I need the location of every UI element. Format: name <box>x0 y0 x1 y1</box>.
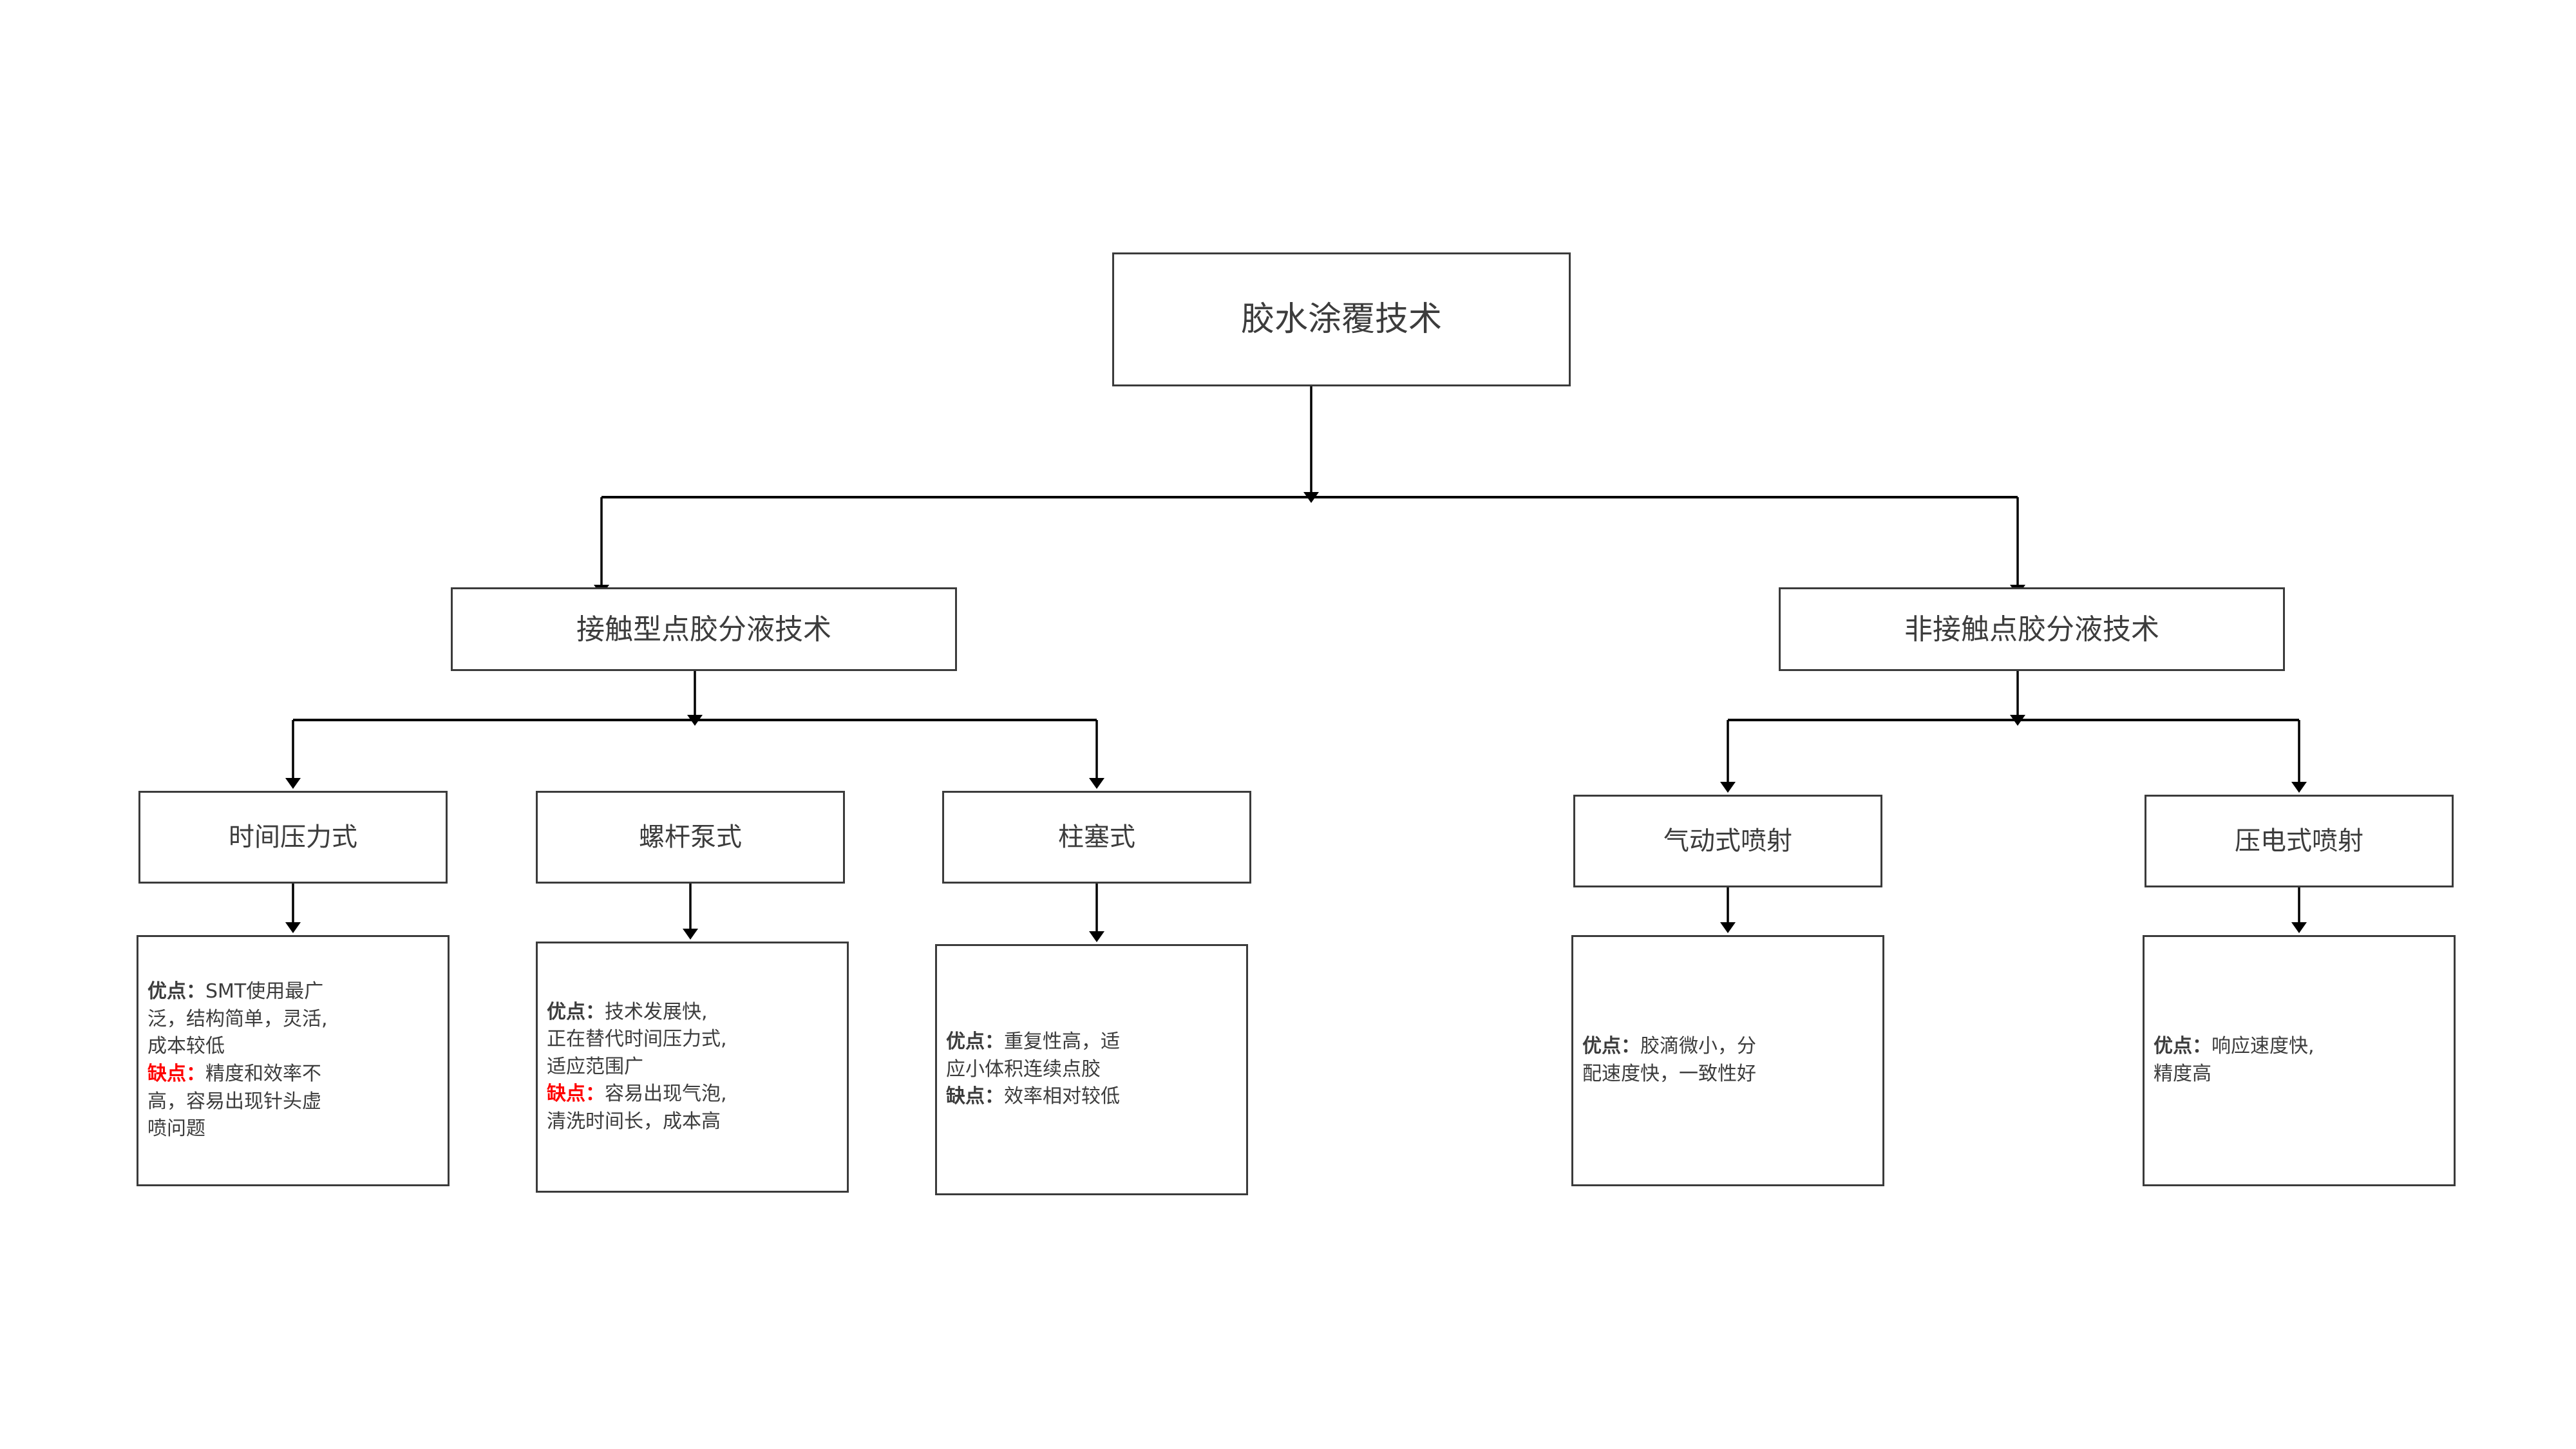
pros-line: 胶滴微小，分 <box>1640 1035 1756 1058</box>
cons-line: 高，容易出现针头虚 <box>147 1090 321 1113</box>
pros-tag: 优点： <box>1582 1035 1640 1058</box>
detail-time-pressure[interactable]: 优点：SMT使用最广 泛，结构简单，灵活, 成本较低 缺点：精度和效率不 高，容… <box>137 935 450 1186</box>
pros-line: 适应范围广 <box>547 1055 643 1078</box>
detail-pneumatic-jet[interactable]: 优点：胶滴微小，分 配速度快，一致性好 <box>1571 935 1884 1186</box>
node-contact-dispensing-label: 接触型点胶分液技术 <box>576 612 831 646</box>
pros-line: 泛，结构简单，灵活, <box>147 1007 328 1030</box>
detail-screw-pump[interactable]: 优点：技术发展快, 正在替代时间压力式, 适应范围广 缺点：容易出现气泡, 清洗… <box>536 942 849 1193</box>
detail-piston[interactable]: 优点：重复性高，适 应小体积连续点胶 缺点：效率相对较低 <box>935 944 1248 1195</box>
pros-tag: 优点： <box>547 1000 605 1023</box>
node-time-pressure-label: 时间压力式 <box>229 822 357 852</box>
pros-line: 技术发展快, <box>605 1000 708 1023</box>
node-screw-pump-label: 螺杆泵式 <box>639 822 742 852</box>
node-piezo-jet[interactable]: 压电式喷射 <box>2145 795 2454 887</box>
detail-piston-body: 优点：重复性高，适 应小体积连续点胶 缺点：效率相对较低 <box>937 1028 1246 1111</box>
pros-line: 配速度快，一致性好 <box>1582 1063 1756 1085</box>
detail-piezo-jet-body: 优点：响应速度快, 精度高 <box>2145 1033 2454 1088</box>
detail-piezo-jet[interactable]: 优点：响应速度快, 精度高 <box>2143 935 2456 1186</box>
node-noncontact-dispensing[interactable]: 非接触点胶分液技术 <box>1779 587 2285 671</box>
pros-tag: 优点： <box>2154 1035 2211 1058</box>
pros-tag: 优点： <box>147 980 205 1003</box>
cons-tag: 缺点： <box>946 1085 1004 1108</box>
node-time-pressure[interactable]: 时间压力式 <box>138 791 448 884</box>
pros-line: 应小体积连续点胶 <box>946 1057 1101 1081</box>
node-root-label: 胶水涂覆技术 <box>1240 299 1442 339</box>
detail-time-pressure-body: 优点：SMT使用最广 泛，结构简单，灵活, 成本较低 缺点：精度和效率不 高，容… <box>138 978 448 1143</box>
cons-line: 清洗时间长，成本高 <box>547 1110 721 1133</box>
cons-line: 精度和效率不 <box>205 1063 321 1085</box>
cons-line: 容易出现气泡, <box>605 1083 727 1106</box>
node-root[interactable]: 胶水涂覆技术 <box>1112 252 1571 386</box>
node-contact-dispensing[interactable]: 接触型点胶分液技术 <box>451 587 957 671</box>
cons-tag: 缺点： <box>547 1083 605 1106</box>
node-piston-label: 柱塞式 <box>1058 822 1135 852</box>
node-pneumatic-jet-label: 气动式喷射 <box>1663 826 1792 856</box>
cons-tag: 缺点： <box>147 1063 205 1085</box>
detail-screw-pump-body: 优点：技术发展快, 正在替代时间压力式, 适应范围广 缺点：容易出现气泡, 清洗… <box>538 999 847 1136</box>
node-piston[interactable]: 柱塞式 <box>942 791 1251 884</box>
node-noncontact-dispensing-label: 非接触点胶分液技术 <box>1904 612 2159 646</box>
node-screw-pump[interactable]: 螺杆泵式 <box>536 791 845 884</box>
detail-pneumatic-jet-body: 优点：胶滴微小，分 配速度快，一致性好 <box>1573 1033 1882 1088</box>
node-piezo-jet-label: 压电式喷射 <box>2235 826 2363 856</box>
pros-line: 精度高 <box>2154 1063 2211 1085</box>
pros-line: 响应速度快, <box>2211 1035 2315 1058</box>
pros-line: 重复性高，适 <box>1004 1030 1120 1054</box>
pros-line: 正在替代时间压力式, <box>547 1028 727 1051</box>
pros-line: 成本较低 <box>147 1035 225 1058</box>
cons-line: 效率相对较低 <box>1004 1085 1120 1108</box>
node-pneumatic-jet[interactable]: 气动式喷射 <box>1573 795 1882 887</box>
pros-line: SMT使用最广 <box>205 980 324 1003</box>
cons-line: 喷问题 <box>147 1117 205 1141</box>
pros-tag: 优点： <box>946 1030 1004 1054</box>
